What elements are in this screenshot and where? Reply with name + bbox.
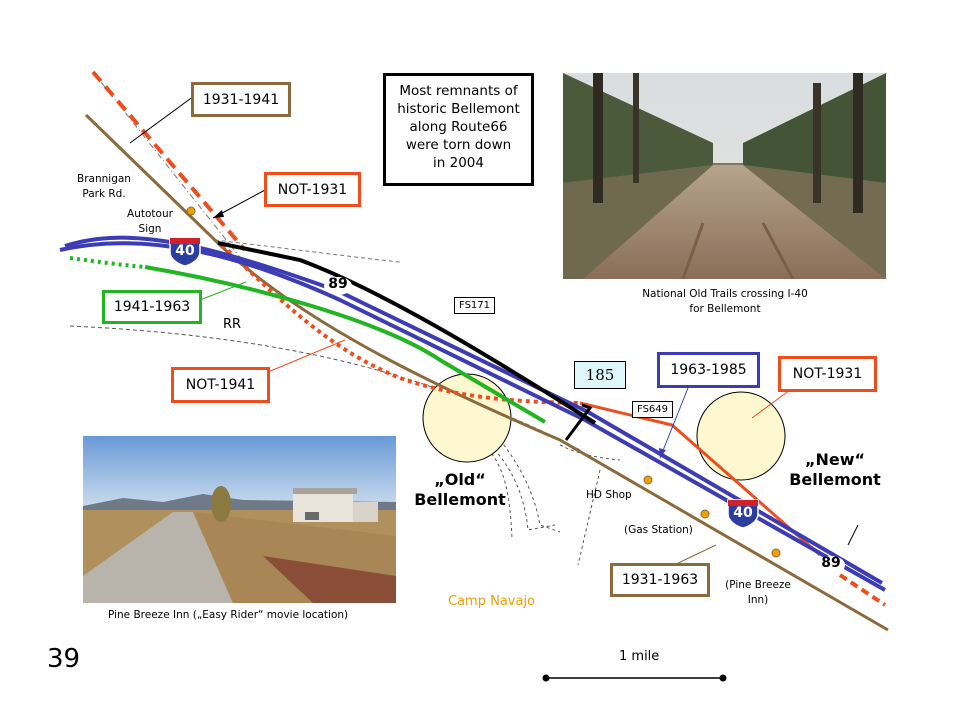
forest-road-image [563, 73, 886, 279]
not-1931-right-line [579, 401, 821, 557]
hd-shop-dot [643, 475, 653, 485]
autotour-dot [186, 206, 196, 216]
fs649-sign: FS649 [632, 401, 674, 418]
scale-bar-end [719, 674, 727, 682]
pine-breeze-image [83, 436, 396, 603]
route-89-shield [817, 556, 845, 574]
interstate-40-number: 40 [175, 243, 195, 259]
highway-89-line [217, 241, 597, 425]
pointer-1931-1963 [671, 544, 717, 567]
note-line: historic Bellemont [397, 101, 520, 117]
old-bellemont-label: „Old“ Bellemont [405, 470, 515, 510]
route-1941-line [144, 265, 547, 424]
remnants-note: Most remnants of historic Bellemont alon… [383, 73, 534, 186]
route-1941-dotted [69, 256, 146, 269]
caption-line: for Bellemont [689, 303, 761, 315]
route-89-shield [324, 277, 352, 295]
interstate-40-number: 40 [733, 505, 753, 521]
brannigan-label: Brannigan Park Rd. [72, 172, 136, 202]
fs649-dashed-line [559, 444, 621, 461]
old-bellemont-line: Bellemont [414, 490, 506, 509]
bottom-photo-caption: Pine Breeze Inn („Easy Rider“ movie loca… [108, 609, 349, 621]
new-bellemont-label: „New“ Bellemont [780, 450, 890, 490]
note-line: Most remnants of [399, 83, 518, 99]
old-trails-photo [563, 73, 886, 279]
hd-shop-dashed-line [577, 469, 601, 566]
autotour-label: Autotour Sign [120, 207, 180, 237]
legend-not-1941: NOT-1941 [171, 367, 270, 403]
gas-station-label: (Gas Station) [624, 524, 693, 536]
legend-not-1931-right: NOT-1931 [778, 356, 877, 392]
brannigan-line: Brannigan [77, 173, 131, 185]
autotour-line: Sign [138, 223, 162, 235]
pine-breeze-line: (Pine Breeze [725, 579, 791, 591]
legend-1931-1941: 1931-1941 [191, 82, 291, 117]
route-89-number: 89 [328, 276, 348, 292]
not-1931-dashed-line [91, 70, 247, 252]
pine-breeze-label: (Pine Breeze Inn) [718, 578, 798, 608]
old-bellemont-line: „Old“ [434, 470, 486, 489]
rr-label: RR [223, 317, 242, 332]
pointer-right-edge [847, 524, 859, 546]
note-line: along Route66 [409, 119, 508, 135]
hd-shop-label: HD Shop [586, 489, 632, 501]
scale-label: 1 mile [619, 649, 660, 664]
arrow-head [213, 210, 224, 218]
interstate-40-shield [169, 237, 201, 267]
interstate-40-shield [727, 499, 759, 529]
new-bellemont-line: Bellemont [789, 470, 881, 489]
pointer-not-1931-right [751, 389, 791, 419]
camp-navajo-label: Camp Navajo [448, 594, 536, 609]
railroad-spur [489, 444, 556, 531]
pointer-not-1941 [267, 339, 346, 373]
exit-185-sign: 185 [574, 361, 626, 389]
gas-station-dot [700, 509, 710, 519]
exit-185-marker [564, 403, 593, 441]
pine-breeze-line: Inn) [747, 594, 769, 606]
interstate-40-line [59, 241, 886, 592]
scale-bar-end [542, 674, 550, 682]
not-1941-dotted-line [220, 243, 581, 405]
legend-not-1931: NOT-1931 [264, 172, 361, 207]
route-1931-line [84, 113, 889, 632]
new-bellemont-circle [696, 391, 786, 481]
note-line: were torn down [405, 137, 512, 153]
top-photo-caption: National Old Trails crossing I-40 for Be… [620, 287, 830, 317]
red-dashed-end [838, 573, 887, 607]
pine-breeze-photo [83, 436, 396, 603]
arrow-head [659, 448, 666, 458]
route-89-number: 89 [821, 555, 841, 571]
old-bellemont-circle [422, 373, 512, 463]
brannigan-line: Park Rd. [82, 188, 126, 200]
caption-line: National Old Trails crossing I-40 [642, 288, 808, 300]
pointer-1963-1985 [659, 387, 689, 459]
legend-1941-1963: 1941-1963 [102, 290, 202, 324]
fs171-sign: FS171 [454, 297, 496, 314]
legend-1963-1985: 1963-1985 [657, 352, 760, 388]
legend-1931-1963: 1931-1963 [610, 563, 710, 597]
thin-dashed-line [214, 239, 401, 263]
pointer-1941-1963 [199, 281, 247, 301]
pointer-1931-1941 [129, 95, 195, 144]
note-line: in 2004 [433, 155, 484, 171]
new-bellemont-line: „New“ [804, 450, 866, 469]
autotour-line: Autotour [127, 208, 173, 220]
pine-breeze-dot [771, 548, 781, 558]
slide-number: 39 [47, 644, 81, 674]
